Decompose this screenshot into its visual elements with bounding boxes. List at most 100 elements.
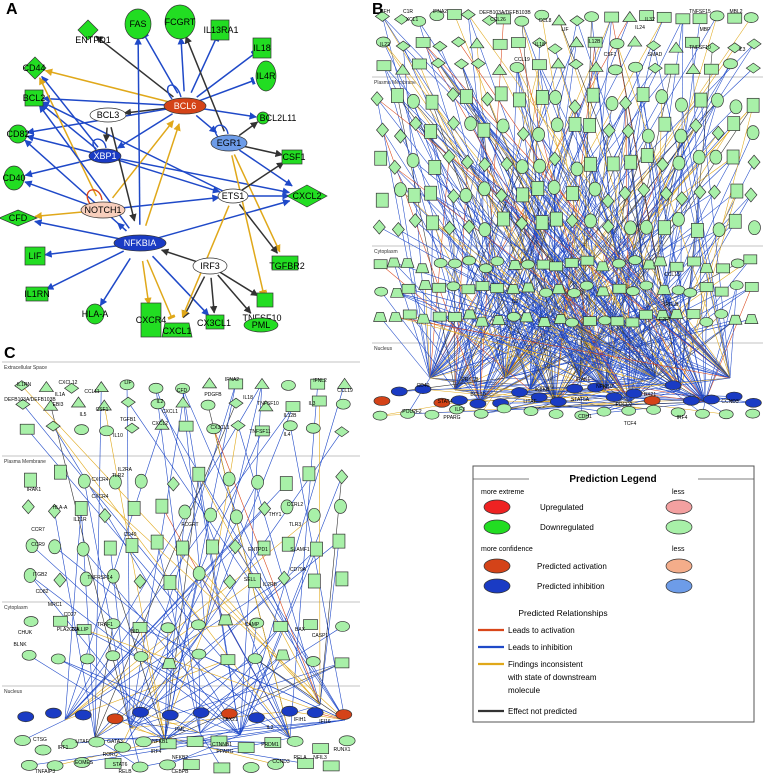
pb-node-77 bbox=[636, 87, 650, 102]
pc-label-28: CXCR4 bbox=[92, 494, 109, 500]
label-fas: FAS bbox=[129, 19, 146, 29]
pb-node-241 bbox=[625, 317, 640, 328]
pc-edge-0-85 bbox=[64, 580, 255, 721]
edge-ets1-bcl2 bbox=[41, 101, 224, 193]
pb-edge-10-225 bbox=[395, 316, 681, 391]
pc-node-69 bbox=[150, 534, 164, 550]
edge-notch1-cd44 bbox=[38, 77, 98, 197]
pc-label-15: IL3 bbox=[309, 401, 316, 407]
pb-node-31 bbox=[547, 43, 563, 55]
pc-node-15 bbox=[70, 396, 87, 408]
panel-c-layer-nucleus: Nucleus bbox=[4, 689, 23, 695]
pc-node-133 bbox=[210, 735, 228, 747]
pc-node-144 bbox=[159, 759, 176, 771]
edge-bcl6-egr1 bbox=[195, 114, 218, 134]
pc-node-21 bbox=[228, 397, 244, 409]
edge-notch1-cfd bbox=[34, 210, 88, 220]
panel-c-layer-extracellular: Extracellular Space bbox=[4, 365, 47, 371]
pb-node-153 bbox=[426, 215, 439, 231]
pc-edge-3-45 bbox=[164, 473, 200, 741]
pb-node-76 bbox=[619, 95, 632, 111]
pb-node-208 bbox=[521, 282, 536, 293]
pb-node-210 bbox=[551, 284, 566, 294]
pb-node-125 bbox=[709, 149, 723, 165]
pb-label-13: IL18 bbox=[535, 42, 545, 48]
pb-node-33 bbox=[587, 36, 603, 48]
pb-edge-12-200 bbox=[408, 288, 731, 379]
label-bcl2l11: BCL2L11 bbox=[260, 113, 297, 123]
pb-node-131 bbox=[424, 185, 438, 201]
pb-edge-10-276 bbox=[530, 389, 681, 413]
pc-label-65: IRF4 bbox=[151, 749, 162, 755]
pc-label-83: IL2 bbox=[267, 725, 274, 731]
pc-label-33: HLA-A bbox=[53, 505, 68, 511]
edge-nfkbia-cx3cl1 bbox=[151, 255, 210, 316]
pb-node-70 bbox=[513, 92, 526, 108]
pc-edge-6-5 bbox=[155, 387, 291, 739]
pc-node-109 bbox=[247, 653, 263, 665]
pb-node-99 bbox=[641, 128, 655, 144]
label-il1rn: IL1RN bbox=[24, 289, 50, 299]
pb-node-101 bbox=[674, 128, 688, 144]
node-notch1 bbox=[80, 201, 126, 219]
pc-edge-1-92 bbox=[94, 623, 115, 739]
legend-leads-activation: Leads to activation bbox=[508, 626, 575, 635]
pc-node-95 bbox=[191, 619, 206, 631]
pb-label-19: IL24 bbox=[635, 25, 645, 31]
pb-edge-0-271 bbox=[407, 377, 431, 415]
pb-node-143 bbox=[637, 182, 651, 198]
pb-node-226 bbox=[402, 309, 417, 320]
pc-edge-5-144 bbox=[167, 734, 241, 766]
pc-label-31: CCRL2 bbox=[287, 502, 304, 508]
node-nfkbia bbox=[113, 234, 167, 252]
edge-xbp1-self bbox=[92, 138, 107, 151]
pb-node-251 bbox=[390, 386, 408, 397]
pc-node-46 bbox=[222, 471, 236, 487]
pb-edge-10-151 bbox=[398, 229, 681, 391]
pb-node-147 bbox=[707, 184, 721, 200]
pb-node-68 bbox=[480, 91, 494, 107]
pb-node-178 bbox=[462, 255, 477, 266]
pc-node-18 bbox=[150, 398, 166, 410]
pc-node-130 bbox=[135, 736, 152, 748]
pb-node-3 bbox=[429, 10, 445, 22]
panel-a-edges bbox=[24, 32, 293, 320]
pc-edge-3-100 bbox=[164, 626, 343, 741]
pb-edge-7-89 bbox=[470, 123, 606, 391]
pc-node-87 bbox=[307, 573, 321, 589]
pc-edge-9-116 bbox=[114, 717, 201, 734]
legend-box bbox=[472, 465, 755, 723]
pc-node-31 bbox=[154, 418, 170, 430]
pb-edge-3-162 bbox=[504, 220, 591, 379]
pc-node-6 bbox=[175, 383, 190, 394]
pb-edge-7-152 bbox=[415, 220, 606, 391]
pb-node-250 bbox=[373, 396, 391, 406]
pb-node-90 bbox=[477, 122, 491, 138]
pb-node-265 bbox=[664, 380, 682, 391]
pc-edge-0-86 bbox=[64, 577, 285, 721]
pb-node-139 bbox=[566, 186, 579, 201]
pb-edge-11-11 bbox=[576, 20, 706, 403]
edge-nfkbia-il1rn bbox=[46, 250, 125, 290]
pc-label-44: MRC1 bbox=[48, 602, 62, 608]
pb-node-216 bbox=[639, 280, 654, 291]
pc-node-50 bbox=[335, 469, 349, 485]
pc-label-68: PPARG bbox=[216, 749, 233, 755]
pc-edge-1-108 bbox=[94, 659, 229, 739]
pb-node-103 bbox=[711, 125, 725, 141]
pc-node-10 bbox=[281, 380, 296, 391]
pb-node-163 bbox=[601, 218, 615, 235]
pb-node-27 bbox=[469, 37, 485, 49]
pb-label-23: BCL10 bbox=[470, 392, 486, 398]
node-cd82 bbox=[8, 124, 28, 144]
pc-node-126 bbox=[34, 744, 52, 756]
node-bcl6 bbox=[163, 97, 207, 115]
pb-node-26 bbox=[450, 36, 467, 48]
pc-label-1: CXCL12 bbox=[59, 380, 78, 386]
pc-node-52 bbox=[47, 503, 61, 519]
pb-node-274 bbox=[473, 408, 489, 419]
pc-label-5: IFNA2 bbox=[225, 377, 239, 383]
label-cd82: CD82 bbox=[6, 129, 29, 139]
pb-edge-4-2 bbox=[418, 21, 531, 391]
pc-node-36 bbox=[282, 420, 298, 432]
